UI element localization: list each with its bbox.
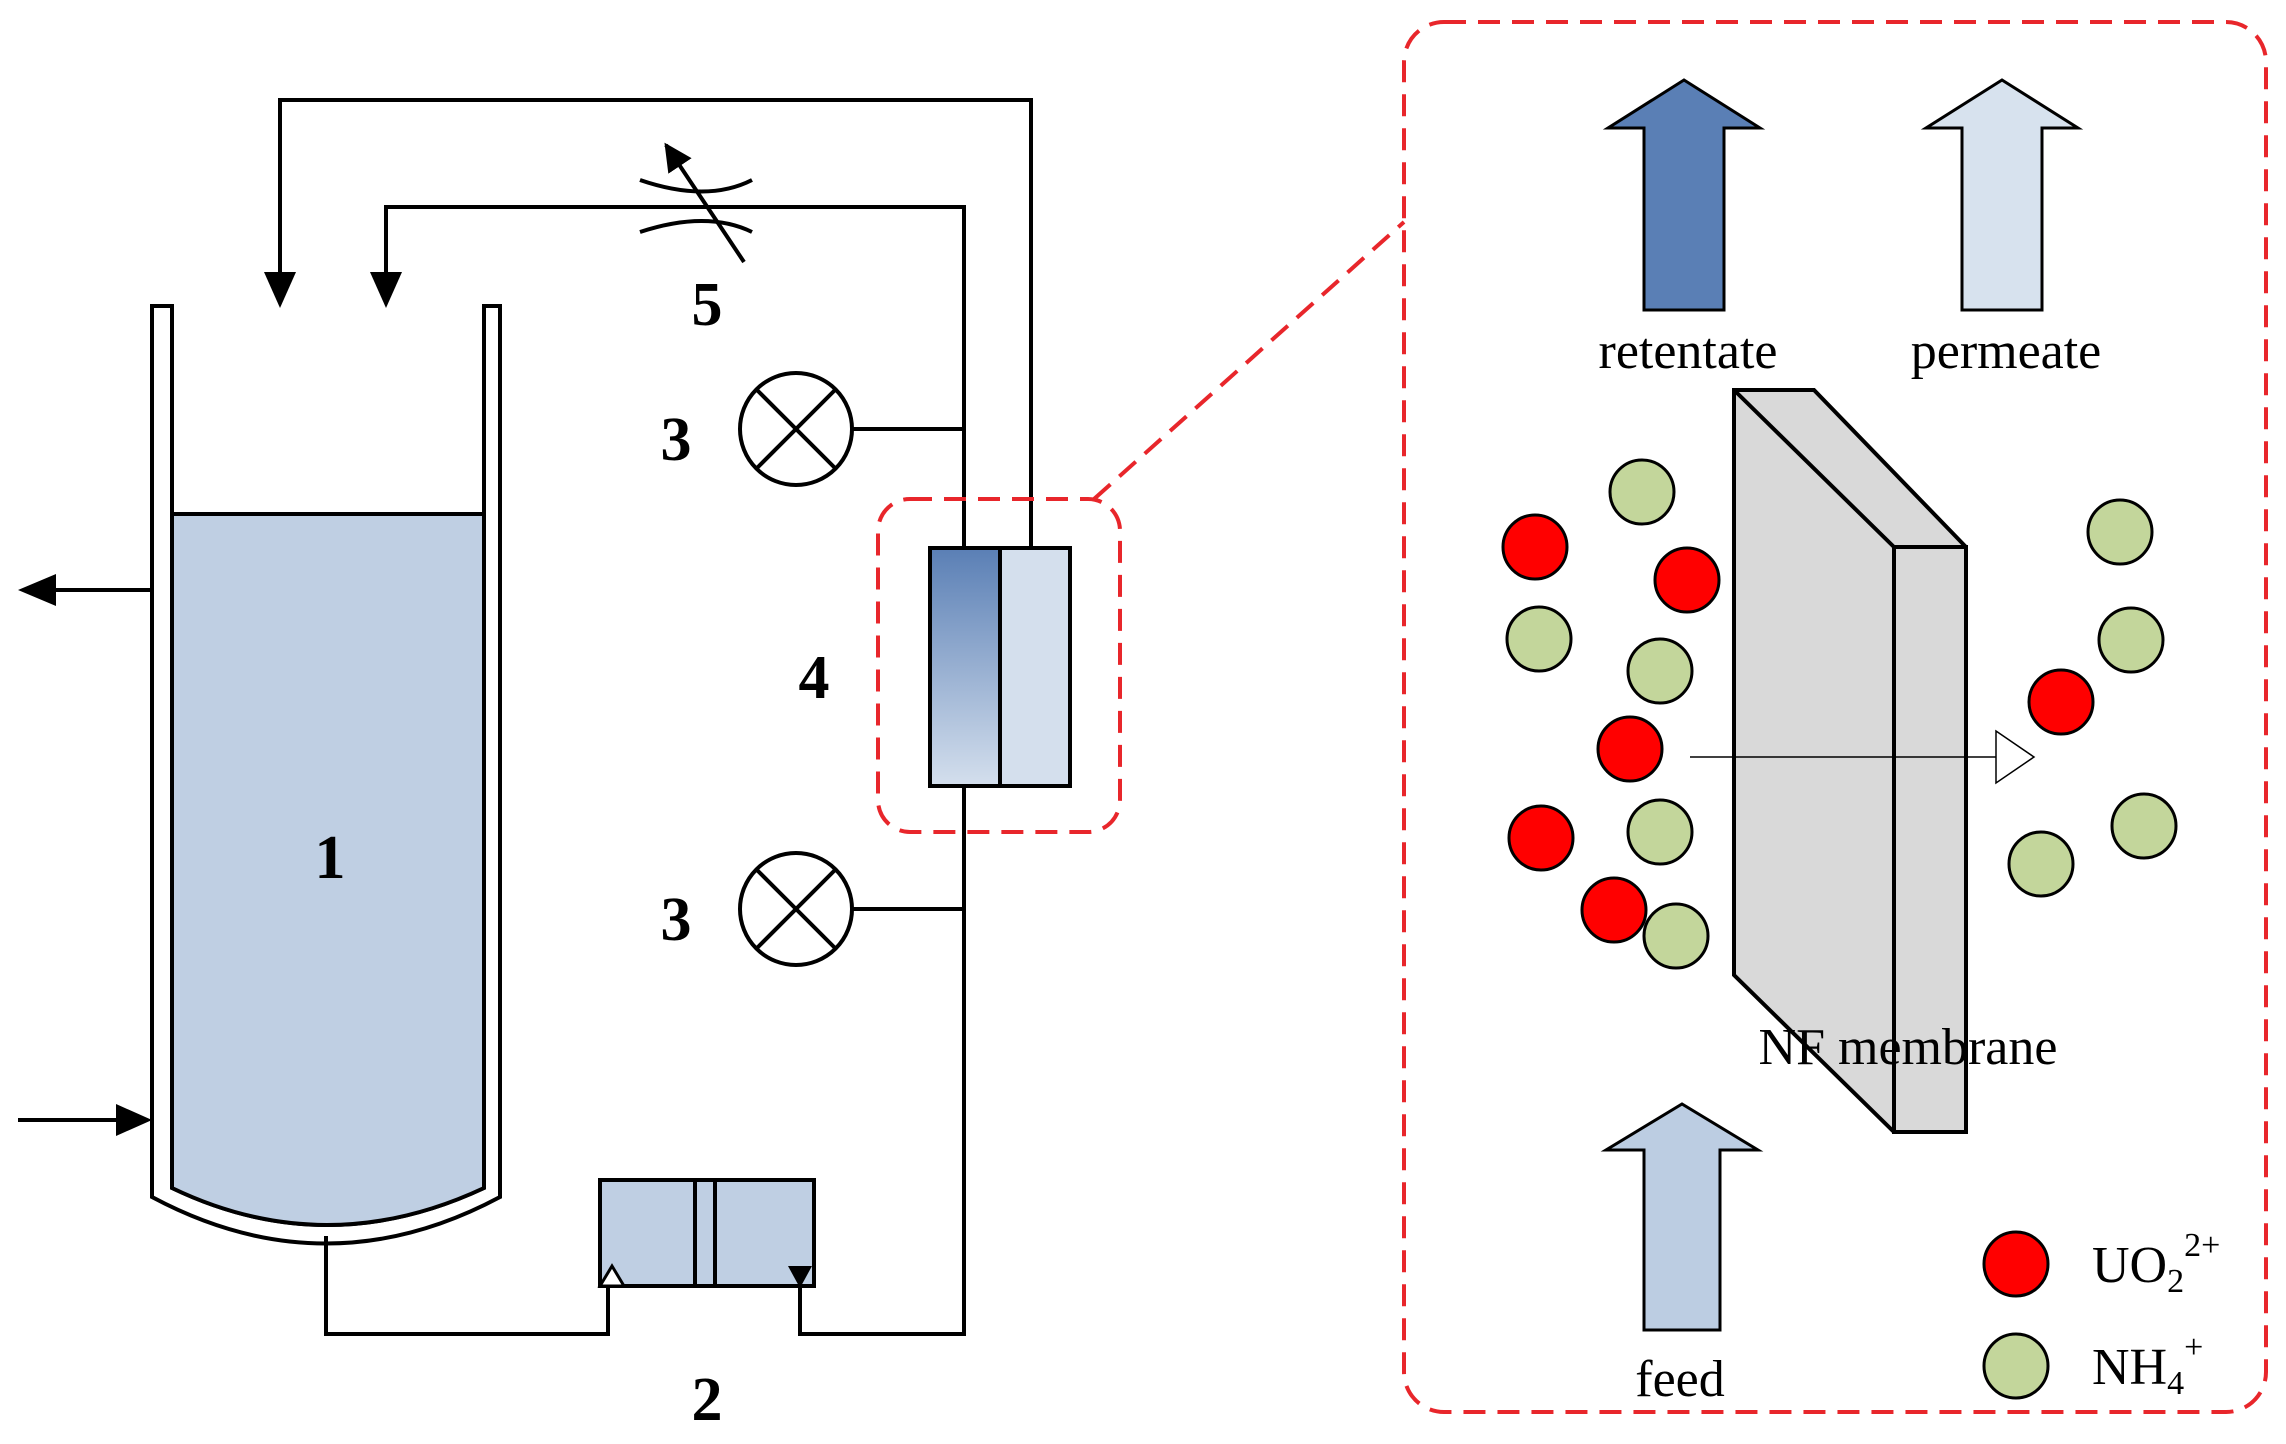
- arrow-right-icon: [116, 1104, 152, 1136]
- label-module-number: 4: [799, 644, 830, 712]
- ammonium-particle: [1642, 902, 1710, 970]
- membrane-top-edge: [1732, 388, 1896, 549]
- feed-line-tank-pump: [324, 1236, 610, 1336]
- gauge-cross: [754, 387, 838, 471]
- uranyl-particle: [2027, 668, 2095, 736]
- throttle-valve: 5: [639, 142, 753, 339]
- label-valve-number: 5: [692, 271, 723, 339]
- arrow-left-icon: [18, 574, 56, 606]
- pressure-gauge-top: 3: [661, 371, 854, 487]
- permeate-label: permeate: [1911, 323, 2102, 380]
- inset-border: [1402, 20, 2268, 1414]
- uranyl-particle: [1507, 804, 1575, 872]
- return-line-outer: [278, 98, 1033, 548]
- valve-arc: [639, 219, 753, 234]
- nf-membrane: [1732, 388, 1968, 1134]
- uranyl-particle: [1580, 876, 1648, 944]
- pump-body: [598, 1178, 816, 1288]
- label-gauge-top-number: 3: [661, 406, 692, 474]
- permeate-side-particles: [2007, 498, 2178, 898]
- valve-arc: [639, 178, 753, 194]
- ammonium-particle: [1505, 605, 1573, 673]
- ammonium-particle: [2110, 792, 2178, 860]
- legend-uranyl-label: UO22+: [2092, 1227, 2220, 1300]
- membrane-module: 4: [799, 497, 1122, 834]
- module-retentate-side: [928, 546, 1002, 788]
- feed-side-particles: [1501, 458, 1721, 970]
- legend: UO22+ NH4+: [1982, 1227, 2220, 1402]
- legend-ammonium-label: NH4+: [2092, 1329, 2203, 1402]
- ammonium-particle: [2007, 830, 2075, 898]
- module-highlight-box: [876, 497, 1122, 834]
- return-line-valve: [384, 205, 966, 548]
- feed-label: feed: [1635, 1351, 1724, 1408]
- legend-uranyl-swatch: [1982, 1230, 2050, 1298]
- jacketed-tank: 1: [150, 304, 502, 1246]
- valve-adjust-arrow-icon: [664, 142, 746, 264]
- tank-jacket: [150, 306, 502, 1246]
- ammonium-particle: [1608, 458, 1676, 526]
- ammonium-particle: [1626, 637, 1694, 705]
- gauge-cross: [754, 867, 838, 951]
- ammonium-particle: [2097, 606, 2165, 674]
- uranyl-particle: [1501, 513, 1569, 581]
- ammonium-particle: [1626, 798, 1694, 866]
- uranyl-particle: [1596, 715, 1664, 783]
- legend-ammonium-swatch: [1982, 1332, 2050, 1400]
- uranyl-particle: [1653, 546, 1721, 614]
- pump: 2: [597, 1178, 816, 1434]
- ammonium-particle: [2086, 498, 2154, 566]
- label-gauge-bottom-number: 3: [661, 886, 692, 954]
- permeate-arrow-icon: [1920, 78, 2084, 312]
- feed-line-pump-module: [798, 786, 966, 1336]
- membrane-label: NF membrane: [1759, 1019, 2058, 1076]
- transport-arrow-icon: [1995, 729, 2036, 785]
- flow-arrowheads: [18, 272, 402, 1136]
- membrane-detail-inset: retentate permeate: [1402, 20, 2268, 1414]
- feed-arrow-icon: [1600, 1102, 1764, 1332]
- zoom-connector: [1092, 220, 1406, 501]
- label-pump-number: 2: [692, 1366, 723, 1434]
- retentate-label: retentate: [1599, 323, 1778, 380]
- pressure-gauge-bottom: 3: [661, 851, 854, 967]
- label-tank-number: 1: [315, 824, 346, 892]
- piping: [18, 98, 1033, 1336]
- tank-liquid: [170, 512, 486, 1227]
- retentate-arrow-icon: [1602, 78, 1766, 312]
- module-permeate-side: [998, 546, 1072, 788]
- arrow-down-icon: [264, 272, 296, 308]
- pump-inlet-icon: [597, 1263, 627, 1288]
- pump-outlet-icon: [788, 1266, 812, 1288]
- arrow-down-icon: [370, 272, 402, 308]
